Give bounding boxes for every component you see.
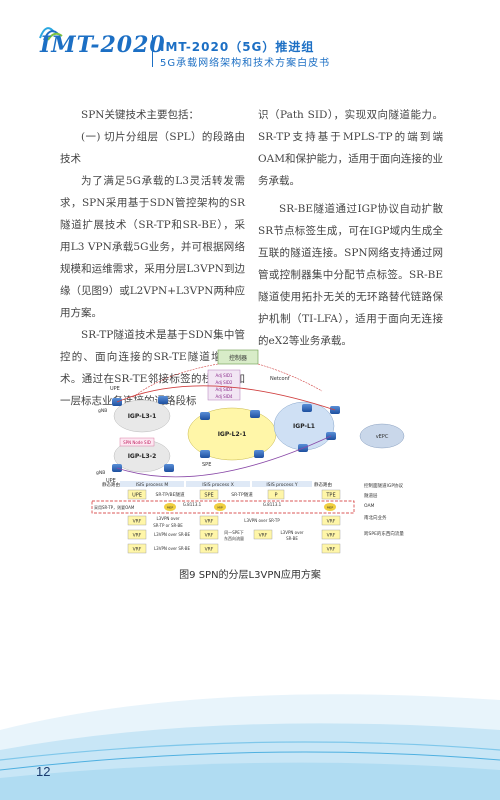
node-label: UPE: [110, 386, 120, 392]
header-title: IMT-2020（5G）推进组: [160, 40, 315, 54]
svg-text:L3VPN over SR-BE: L3VPN over SR-BE: [154, 546, 191, 551]
row-labels: 控制面隧道IGP协议 隧道层 OAM 南北向业务 跨SPE的东西向流量: [364, 482, 404, 537]
svg-text:VRF: VRF: [205, 519, 214, 525]
adj-sid-label: Adj SID1: [216, 373, 233, 378]
footer-wave-decoration: [0, 694, 500, 800]
area-label: IGP-L1: [293, 423, 315, 430]
svg-text:L3VPN over: L3VPN over: [280, 530, 303, 535]
left-column: SPN关键技术主要包括： (一) 切片分组层（SPL）的段路由技术 为了满足5G…: [60, 104, 245, 412]
svg-text:SR-BE: SR-BE: [286, 536, 298, 541]
svg-text:SR-TP/BE隧道: SR-TP/BE隧道: [156, 491, 185, 498]
area-igp-l3-1: [113, 399, 171, 433]
svg-text:VRF: VRF: [259, 533, 268, 539]
vrf-row: VRF L3VPN over SR-BE VRF 同一SPE下 东西向流量 VR…: [127, 529, 341, 541]
svg-text:VRF: VRF: [327, 533, 336, 539]
svg-text:静态路由: 静态路由: [102, 481, 120, 488]
svg-text:ISIS process Y: ISIS process Y: [266, 482, 298, 488]
netconf-label: Netconf: [270, 376, 290, 382]
svg-text:MIP: MIP: [217, 506, 222, 510]
paragraph: 识（Path SID），实现双向隧道能力。SR-TP支持基于MPLS-TP的端到…: [258, 109, 443, 187]
svg-text:OAM: OAM: [364, 503, 375, 509]
adj-sid-label: Adj SID3: [216, 387, 233, 392]
area-label: IGP-L2-1: [218, 431, 247, 438]
sr-path: [116, 435, 332, 478]
svg-text:ISIS process X: ISIS process X: [202, 482, 234, 488]
svg-text:G.8113.1: G.8113.1: [263, 502, 282, 507]
router-icons: [112, 396, 340, 472]
svg-text:VRF: VRF: [205, 533, 214, 539]
paragraph: SPN关键技术主要包括：: [81, 109, 199, 121]
svg-text:VRF: VRF: [205, 547, 214, 553]
svg-text:VRF: VRF: [133, 547, 142, 553]
svg-text:东西向流量: 东西向流量: [224, 535, 244, 541]
header-divider: [152, 35, 153, 67]
svg-text:VRF: VRF: [327, 519, 336, 525]
controller-label: 控制器: [229, 354, 247, 362]
epc-cloud: [359, 423, 405, 449]
adj-sid-label: Adj SID4: [216, 394, 233, 399]
adj-sid-label: Adj SID2: [216, 380, 233, 385]
oam-row: 采用SR-TP，则要OAM MEP G.8113.1 MIP G.8113.1 …: [94, 502, 336, 511]
controller-box: [217, 349, 259, 365]
svg-text:VRF: VRF: [327, 547, 336, 553]
node-label: gNB: [96, 470, 105, 476]
svg-text:隧道层: 隧道层: [364, 492, 378, 499]
svg-text:L3VPN over SR-BE: L3VPN over SR-BE: [154, 532, 191, 537]
area-label: IGP-L3-2: [128, 453, 157, 460]
vrf-row: VRF L3VPN over SR-BE VRF VRF: [127, 543, 341, 554]
figure-caption: 图9 SPN的分层L3VPN应用方案: [179, 570, 321, 581]
epc-label: vEPC: [376, 434, 389, 440]
page-number: 12: [36, 764, 51, 779]
svg-text:MEP: MEP: [167, 506, 173, 510]
svg-text:MEP: MEP: [327, 506, 333, 510]
svg-text:L3VPN over: L3VPN over: [156, 516, 179, 521]
paragraph: SR-BE隧道通过IGP协议自动扩散SR节点标签生成，可在IGP域内生成全互联的…: [258, 203, 443, 347]
svg-text:跨SPE的东西向流量: 跨SPE的东西向流量: [364, 530, 404, 537]
svg-text:VRF: VRF: [133, 519, 142, 525]
svg-text:P: P: [274, 493, 277, 499]
page-header: IMT-2020 IMT-2020（5G）推进组 5G承载网络架构和技术方案白皮…: [0, 0, 500, 80]
paragraph: 为了满足5G承载的L3灵活转发需求，SPN采用基于SDN管控架构的SR隧道扩展技…: [60, 175, 245, 319]
node-label: UPE: [106, 478, 116, 484]
section-heading: (一) 切片分组层（SPL）的段路由技术: [60, 131, 245, 165]
figure-spn-l3vpn: 控制器 Adj SID1 Adj SID2 Adj SID3 Adj SID4 …: [91, 349, 405, 554]
area-label: IGP-L3-1: [128, 413, 157, 420]
right-column: 识（Path SID），实现双向隧道能力。SR-TP支持基于MPLS-TP的端到…: [258, 104, 443, 352]
svg-text:静态路由: 静态路由: [314, 481, 332, 488]
node-label: gNB: [98, 408, 107, 414]
svg-text:UPE: UPE: [132, 493, 142, 499]
svg-text:G.8113.1: G.8113.1: [183, 502, 202, 507]
svg-text:同一SPE下: 同一SPE下: [224, 530, 243, 535]
svg-text:控制面隧道IGP协议: 控制面隧道IGP协议: [364, 482, 404, 489]
svg-text:ISIS process M: ISIS process M: [136, 482, 169, 488]
svg-text:SR-TP or SR-BE: SR-TP or SR-BE: [153, 523, 183, 528]
svg-text:SR-TP隧道: SR-TP隧道: [231, 491, 253, 498]
vrf-row: VRF L3VPN over SR-TP or SR-BE VRF L3VPN …: [127, 515, 341, 528]
tunnel-row: UPE SR-TP/BE隧道 SPE SR-TP隧道 P TPE: [127, 489, 341, 500]
sr-path: [116, 385, 336, 411]
svg-text:TPE: TPE: [325, 493, 335, 499]
oam-highlight-box: [91, 500, 355, 514]
svg-text:SPE: SPE: [204, 493, 213, 499]
svg-text:VRF: VRF: [133, 533, 142, 539]
node-sid-label: SPN Node SID: [123, 440, 151, 445]
header-subtitle: 5G承载网络架构和技术方案白皮书: [160, 58, 331, 69]
signal-waves-icon: [39, 27, 63, 41]
svg-text:L3VPN over SR-TP: L3VPN over SR-TP: [244, 518, 280, 523]
process-bar: 静态路由 ISIS process M ISIS process X ISIS …: [102, 481, 332, 488]
svg-text:南北向业务: 南北向业务: [364, 514, 387, 521]
logo-text: IMT-2020: [40, 32, 166, 58]
svg-text:采用SR-TP，则要OAM: 采用SR-TP，则要OAM: [94, 504, 135, 510]
adj-sid-stack: Adj SID1 Adj SID2 Adj SID3 Adj SID4: [207, 369, 241, 401]
node-label: SPE: [202, 462, 211, 468]
